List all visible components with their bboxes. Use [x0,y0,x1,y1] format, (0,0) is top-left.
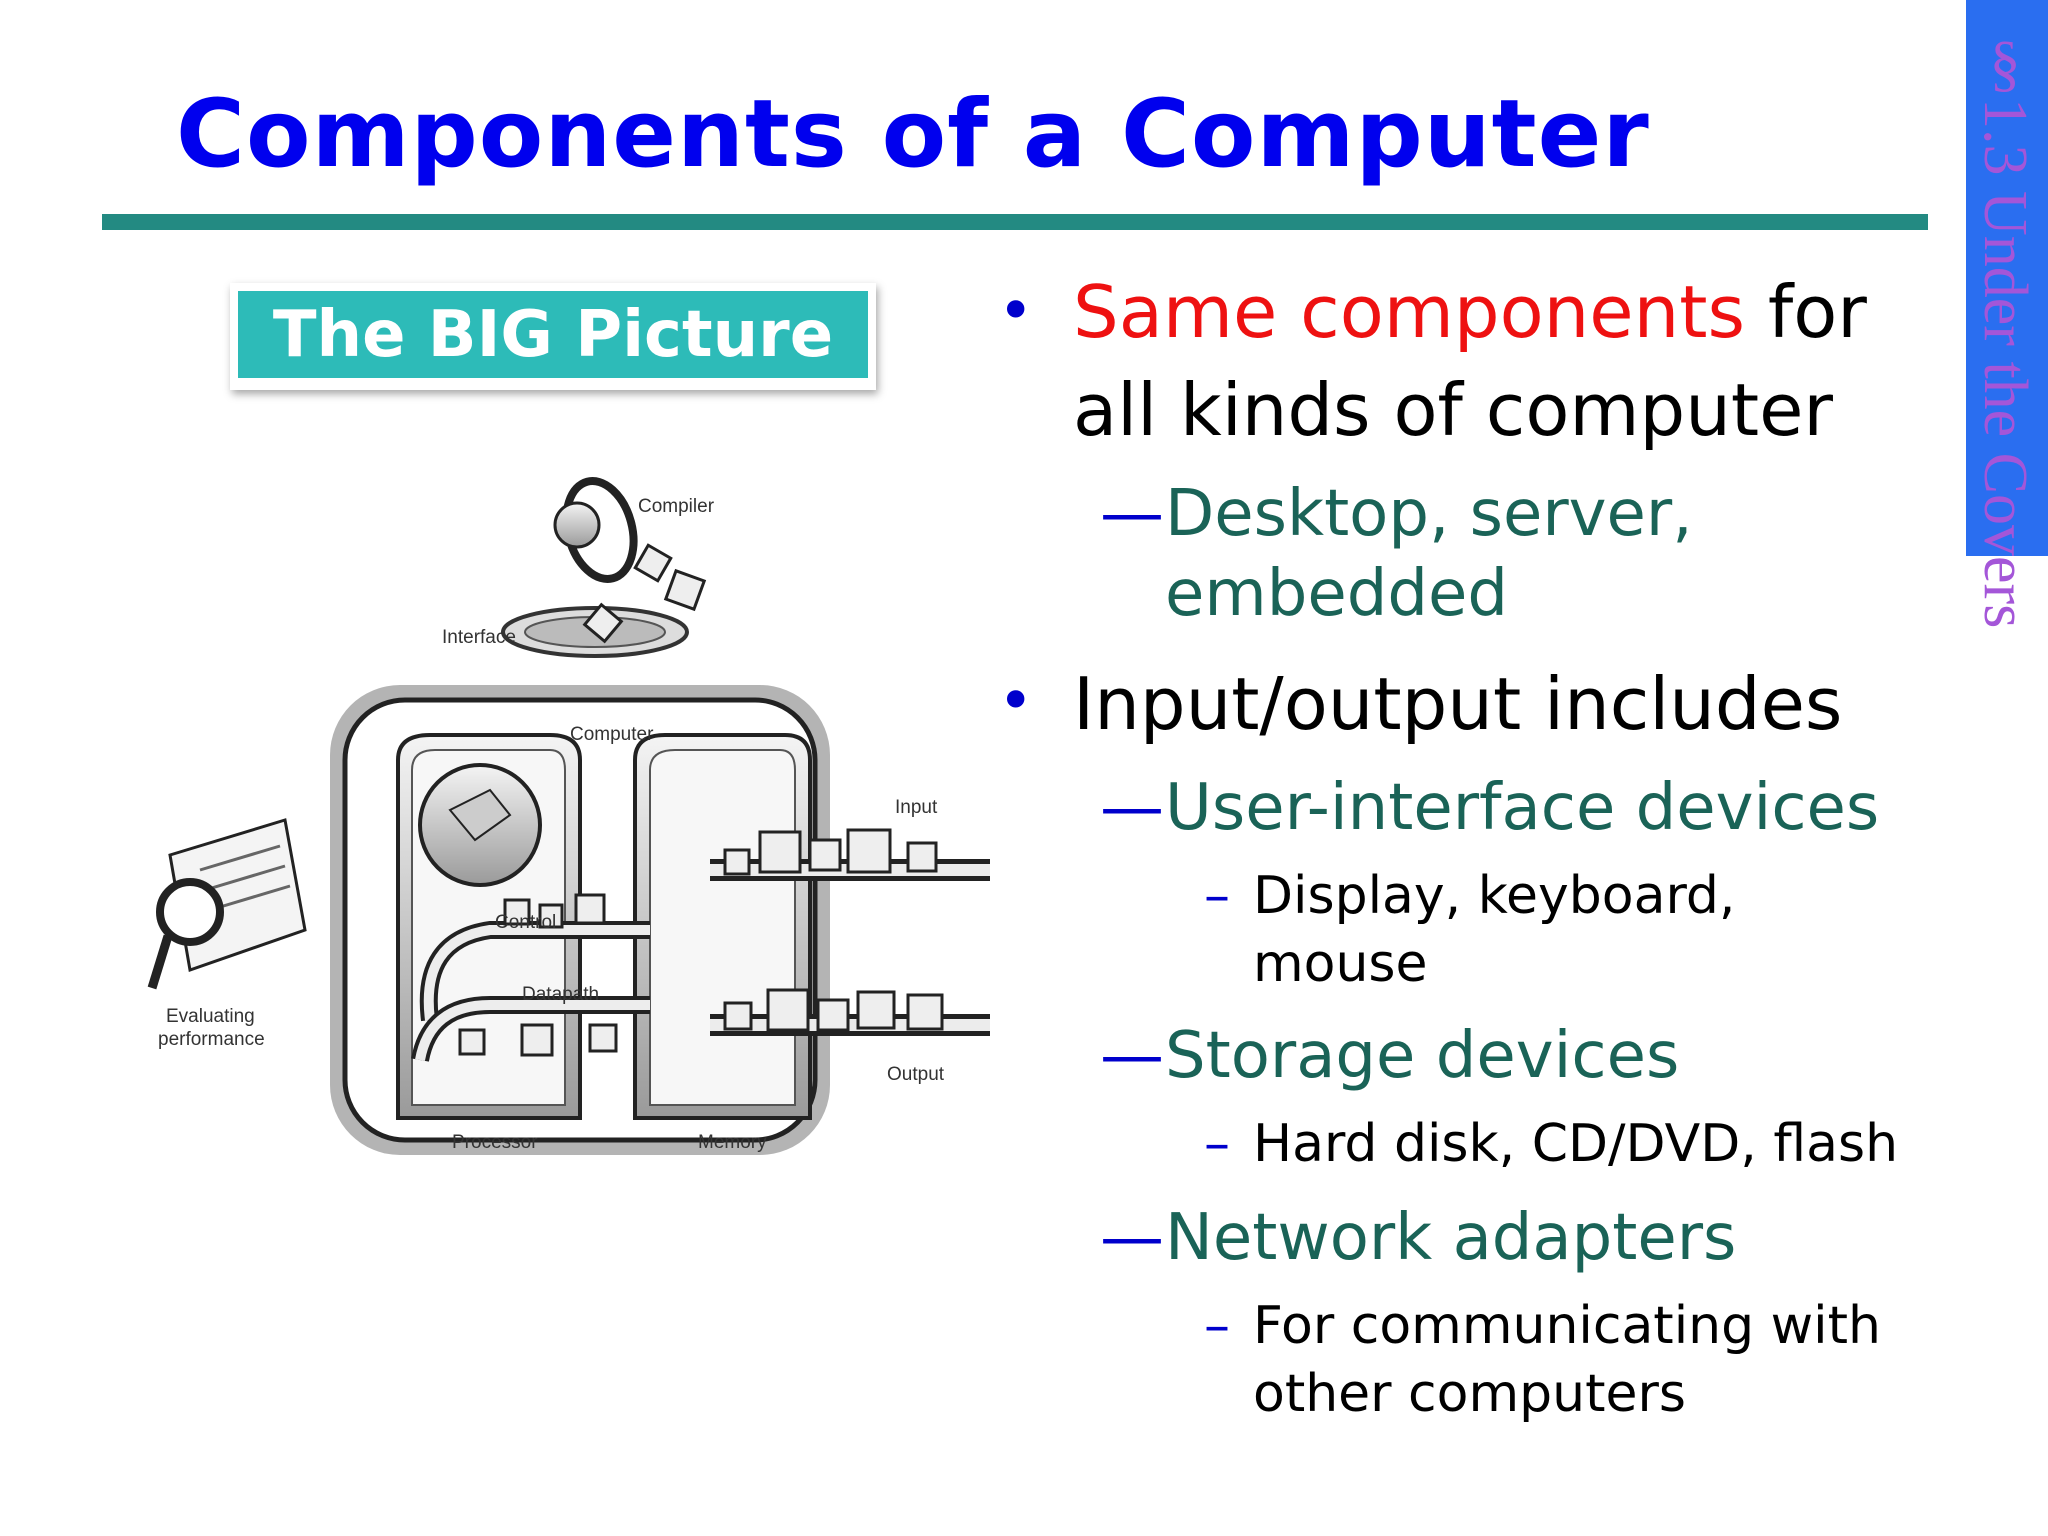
diagram-label-input: Input [895,797,938,818]
detail-display: Display, keyboard, [1253,866,1736,926]
sub-bullet-marker: — [1100,1201,1164,1275]
sub-bullet-marker: — [1100,771,1164,845]
detail-display-line2: mouse [1253,934,1428,994]
detail-storage: Hard disk, CD/DVD, flash [1253,1114,1899,1174]
big-picture-label: The BIG Picture [238,291,868,378]
bullet-text: for [1744,270,1867,354]
big-picture-badge: The BIG Picture [230,283,876,390]
diagram-label-output: Output [887,1064,945,1085]
sub-bullet-desktop: Desktop, server, [1165,477,1693,551]
title-divider [102,214,1928,230]
sub-bullet-marker: — [1100,477,1164,551]
bullet-input-output: Input/output includes [1073,662,1843,746]
section-tab [1966,0,2048,556]
sub-bullet-storage: Storage devices [1165,1019,1680,1093]
diagram-label-computer: Computer [570,724,654,745]
diagram-label-performance: performance [158,1029,265,1050]
diagram-label-interface: Interface [442,627,516,648]
bullet-same-components: Same components for [1073,264,1867,360]
bullet-marker: • [998,276,1034,346]
slide-title: Components of a Computer [176,80,1650,189]
diagram-label-evaluating: Evaluating [166,1006,255,1027]
detail-marker: – [1204,866,1230,926]
computer-frame [330,685,990,1155]
diagram-label-compiler: Compiler [638,496,715,517]
section-label: §1.3 Under the Covers [1971,30,2039,629]
sub-bullet-desktop-line2: embedded [1165,557,1508,631]
detail-marker: – [1204,1114,1230,1174]
detail-network-line2: other computers [1253,1364,1686,1424]
detail-marker: – [1204,1296,1230,1356]
sub-bullet-user-interface: User-interface devices [1165,771,1880,845]
bullet-highlight: Same components [1073,270,1745,354]
magnifier-icon [147,818,307,990]
sub-bullet-marker: — [1100,1019,1164,1093]
bullet-same-components-line2: all kinds of computer [1073,368,1833,452]
diagram-label-datapath: Datapath [522,984,599,1005]
compiler-emblem [501,476,707,658]
detail-network: For communicating with [1253,1296,1881,1356]
computer-components-diagram: Compiler Interface [147,476,990,1155]
diagram-label-memory: Memory [698,1132,767,1153]
sub-bullet-network: Network adapters [1165,1201,1737,1275]
diagram-label-control: Control [495,912,556,933]
bullet-marker: • [998,666,1034,736]
diagram-label-processor: Processor [452,1132,538,1153]
